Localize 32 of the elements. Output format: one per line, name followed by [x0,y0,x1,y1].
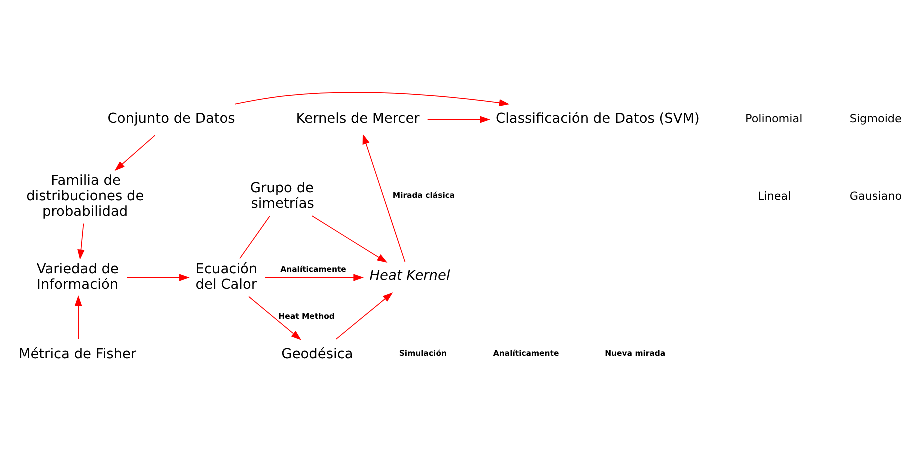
edge-label: Analíticamente [280,264,346,274]
arrow [427,116,490,124]
node-text: Variedad de Información [36,261,119,293]
label: Analíticamente [493,349,560,358]
arrow [78,223,85,260]
arrow [362,134,406,263]
node-text: Ecuación del Calor [196,261,258,293]
arrow [114,135,156,172]
node-text: Métrica de Fisher [18,346,137,362]
label: Sigmoide [850,112,902,126]
connector [240,216,270,260]
label: Lineal [758,190,792,203]
node-text: Classificación de Datos (SVM) [496,111,700,128]
node-text: Geodésica [282,346,354,362]
edge-label: Heat Method [278,312,335,322]
arrow [74,296,82,340]
arrow [235,92,510,107]
label: Polinomial [746,112,803,126]
arrow [312,216,388,264]
arrow [126,274,190,282]
arrow [336,292,394,340]
node-text: Grupo de simetrías [250,180,314,212]
node-text: Familia de distribuciones de probabilidad [26,172,144,220]
node-text: Kernels de Mercer [296,111,420,128]
node-text: Conjunto de Datos [108,111,236,128]
node-text: Heat Kernel [370,268,450,284]
arrow [248,296,302,340]
label: Nueva mirada [605,349,666,358]
label: Gausiano [850,190,902,203]
label: Simulación [399,349,447,358]
edge-label: Mirada clásica [392,191,456,200]
arrow [265,274,364,282]
